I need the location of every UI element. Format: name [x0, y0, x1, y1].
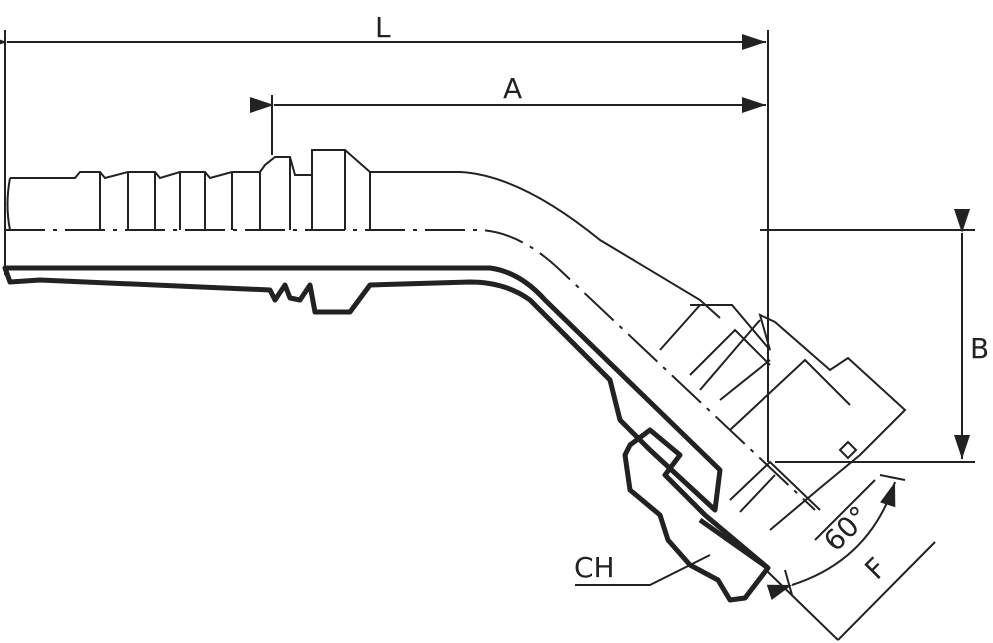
centerline: [5, 229, 816, 511]
label-A: A: [503, 72, 523, 105]
dimension-B: [760, 209, 975, 463]
dimension-angle-60: [766, 474, 906, 600]
fitting-upper-outline: [6, 149, 907, 531]
dimension-L: [0, 30, 769, 462]
label-B: B: [970, 332, 990, 365]
dimension-A: [250, 95, 766, 155]
fitting-section-hatched: [2, 265, 771, 603]
ch-leader: [575, 554, 711, 586]
label-L: L: [375, 11, 391, 44]
label-CH: CH: [574, 551, 615, 584]
